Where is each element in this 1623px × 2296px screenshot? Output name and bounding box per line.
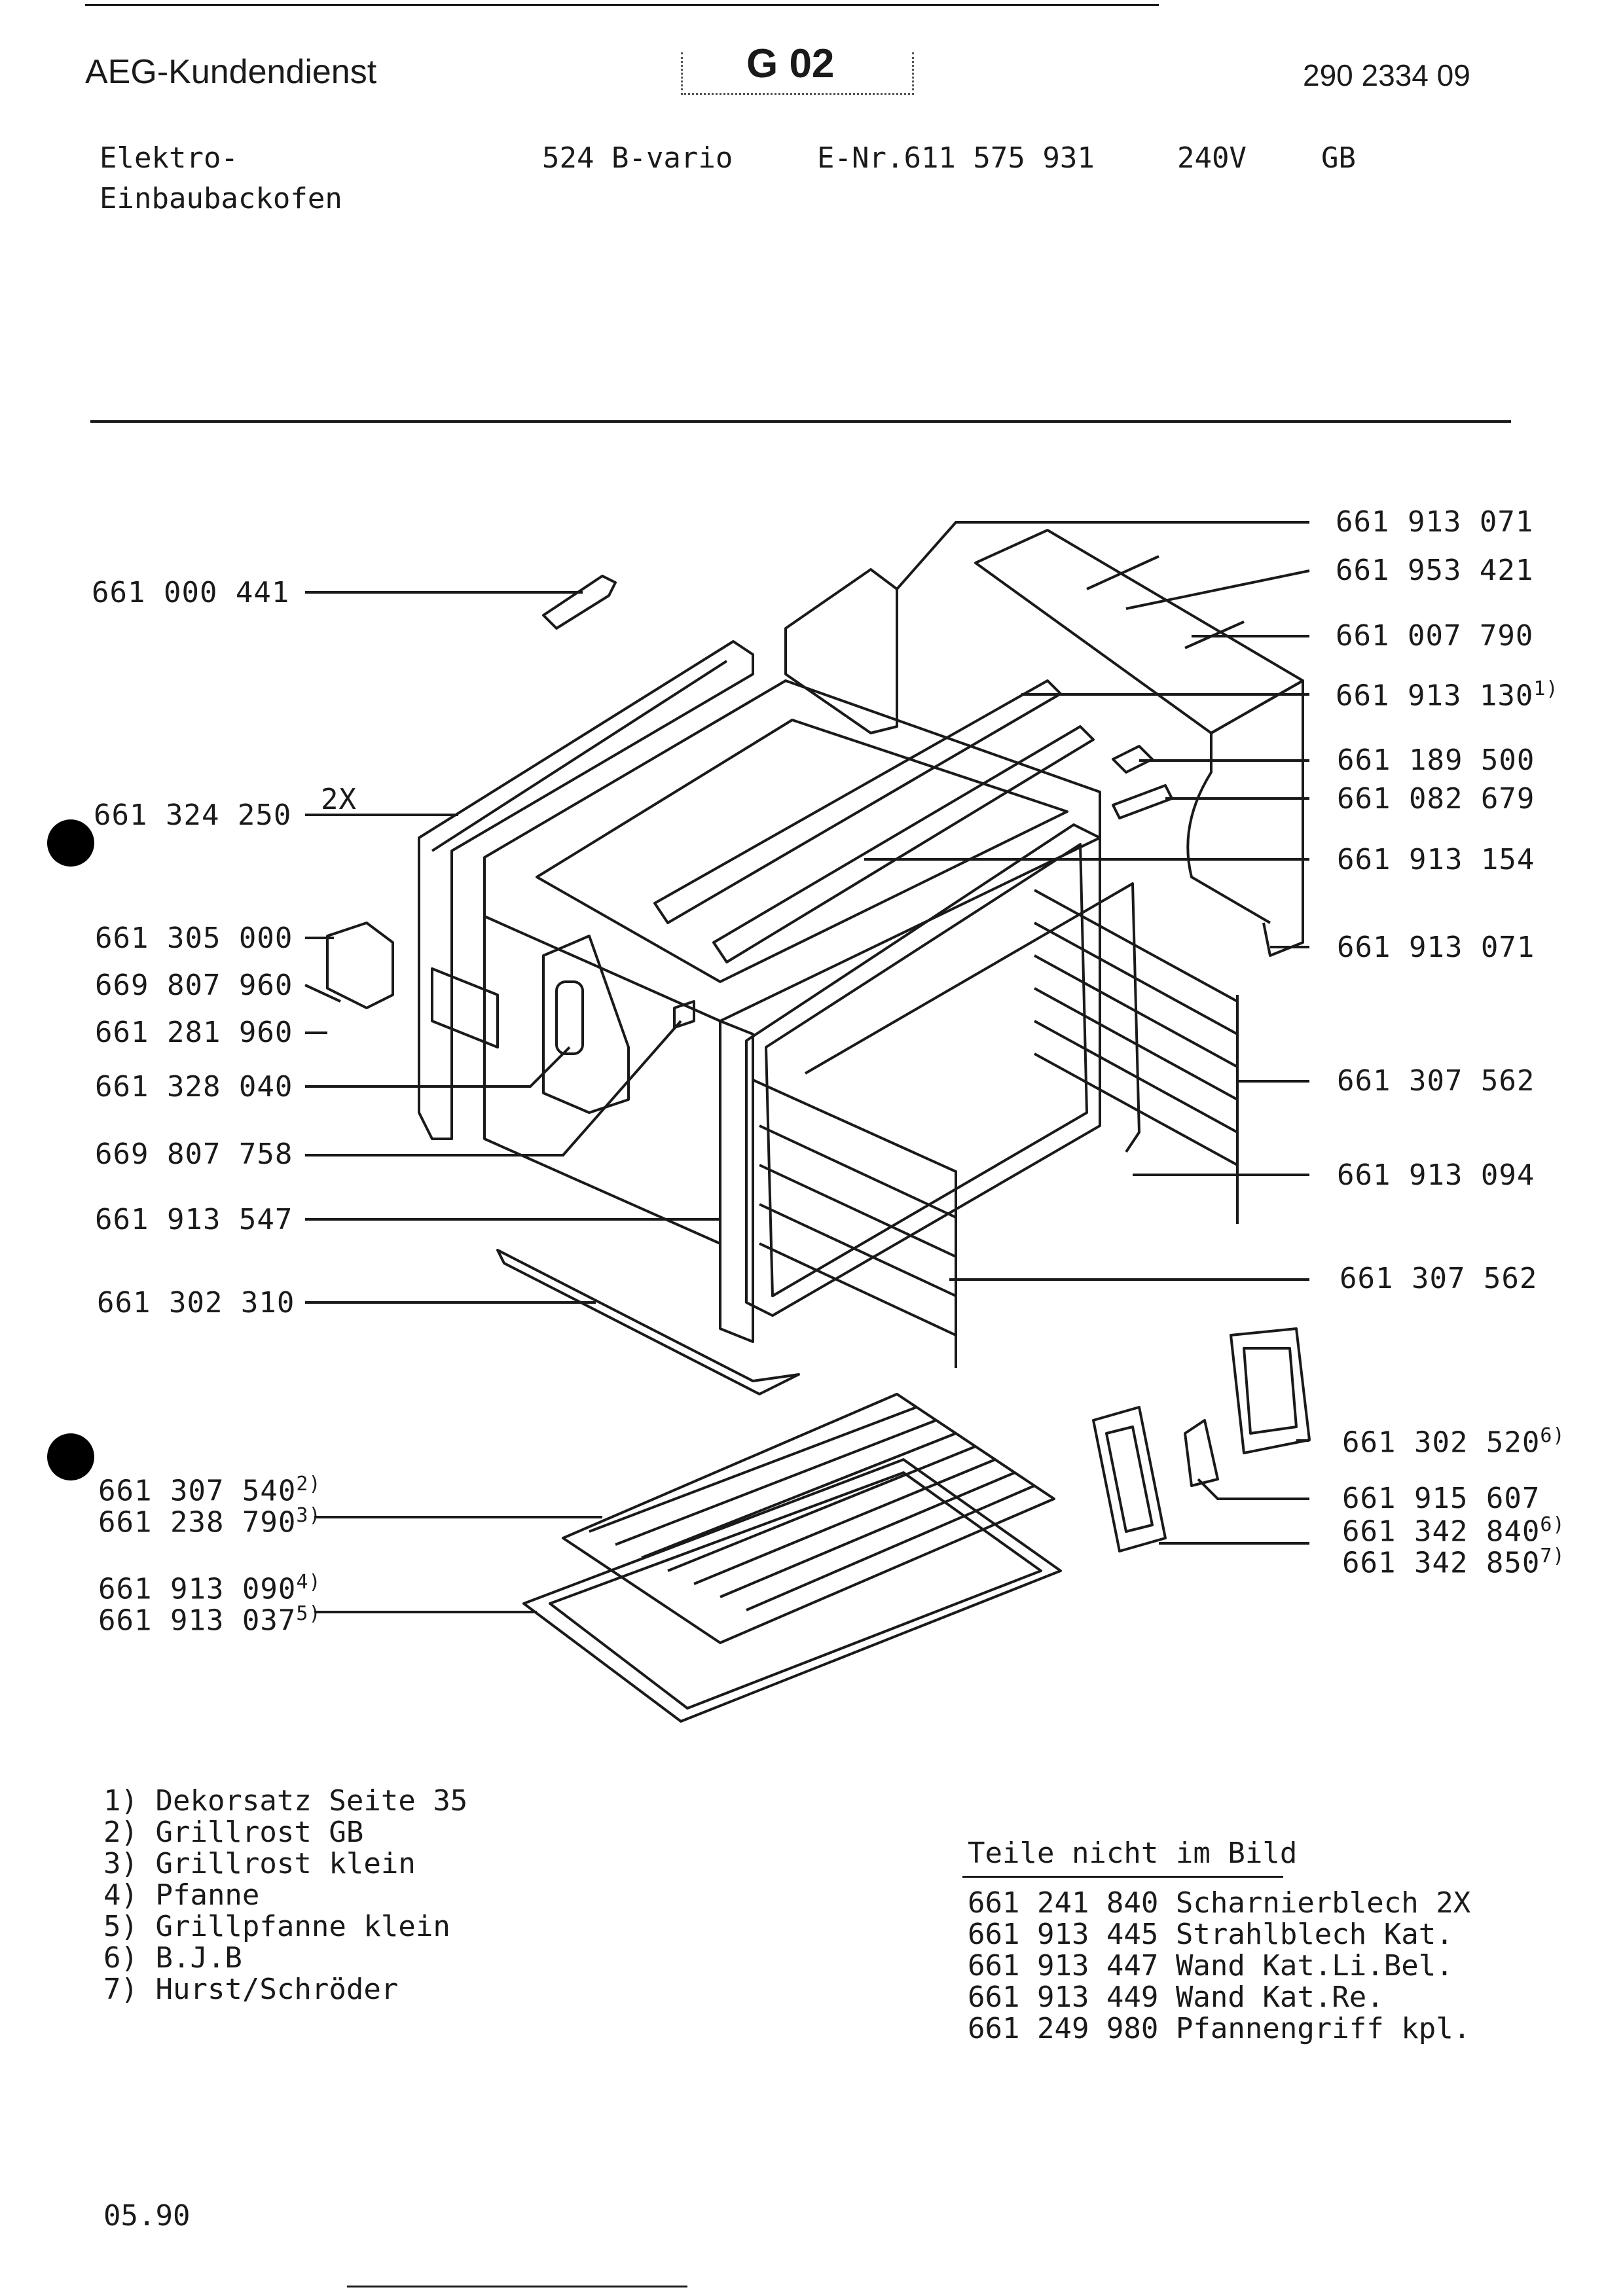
- voltage: 240V: [1177, 141, 1247, 175]
- part-number-left: 661 305 000: [95, 922, 293, 955]
- not-shown-list: 661 241 840 Scharnierblech 2X 661 913 44…: [968, 1888, 1470, 2045]
- part-number-left: 661 281 960: [95, 1016, 293, 1049]
- part-number-left: 661 328 040: [95, 1070, 293, 1103]
- footnotes-list: 1) Dekorsatz Seite 35 2) Grillrost GB 3)…: [103, 1785, 467, 2005]
- part-number-right: 661 915 607: [1342, 1482, 1541, 1515]
- part-number-right: 661 953 421: [1336, 554, 1534, 587]
- not-shown-heading: Teile nicht im Bild: [968, 1837, 1298, 1870]
- part-number-right: 661 913 071: [1336, 505, 1534, 539]
- quantity-note: 2X: [321, 783, 357, 816]
- part-number-right: 661 342 8507): [1342, 1545, 1565, 1580]
- part-number-text: 661 913 130: [1336, 679, 1534, 713]
- footnote-item: 2) Grillrost GB: [103, 1816, 364, 1849]
- footnote-ref: 5): [296, 1602, 321, 1625]
- company-name: AEG-Kundendienst: [85, 53, 377, 91]
- not-shown-item: 661 913 449 Wand Kat.Re.: [968, 1981, 1384, 2014]
- part-number-text: 661 342 850: [1342, 1546, 1541, 1580]
- part-number-right: 661 189 500: [1337, 744, 1535, 777]
- date-code: 05.90: [103, 2199, 191, 2233]
- part-number-left: 661 913 547: [95, 1203, 293, 1236]
- part-number-right: 661 007 790: [1336, 619, 1534, 653]
- punch-hole-icon: [47, 1433, 94, 1480]
- part-number-right: 661 302 5206): [1342, 1424, 1565, 1460]
- header-rule: [90, 420, 1511, 423]
- part-number-left: 669 807 960: [95, 969, 293, 1002]
- part-number-right: 661 307 562: [1337, 1064, 1535, 1098]
- footnote-item: 3) Grillrost klein: [103, 1847, 416, 1880]
- part-number-left: 661 913 0904): [98, 1571, 321, 1606]
- footnote-ref: 2): [296, 1473, 321, 1496]
- footnote-item: 4) Pfanne: [103, 1878, 260, 1912]
- part-number-right: 661 913 094: [1337, 1158, 1535, 1192]
- part-number-text: 661 913 090: [98, 1572, 297, 1606]
- not-shown-item: 661 913 445 Strahlblech Kat.: [968, 1918, 1453, 1951]
- footnote-ref: 4): [296, 1571, 321, 1594]
- part-number-right: 661 307 562: [1340, 1262, 1538, 1295]
- part-number-left: 661 302 310: [97, 1286, 295, 1319]
- footnote-ref: 6): [1540, 1424, 1565, 1447]
- footnote-item: 5) Grillpfanne klein: [103, 1910, 450, 1943]
- footnote-ref: 1): [1533, 677, 1559, 700]
- part-number-right: 661 082 679: [1337, 782, 1535, 816]
- part-number-text: 661 307 540: [98, 1474, 297, 1508]
- part-number-right: 661 913 071: [1337, 931, 1535, 964]
- e-number: E-Nr.611 575 931: [817, 141, 1095, 175]
- part-number-right: 661 913 1301): [1336, 677, 1559, 713]
- footnote-ref: 6): [1540, 1513, 1565, 1536]
- product-type-line2: Einbaubackofen: [100, 182, 342, 215]
- not-shown-item: 661 913 447 Wand Kat.Li.Bel.: [968, 1949, 1453, 1982]
- document-number: 290 2334 09: [1303, 58, 1470, 92]
- not-shown-item: 661 241 840 Scharnierblech 2X: [968, 1886, 1471, 1920]
- part-number-left: 661 307 5402): [98, 1473, 321, 1508]
- footnote-ref: 3): [296, 1504, 321, 1527]
- not-shown-item: 661 249 980 Pfannengriff kpl.: [968, 2012, 1471, 2045]
- country-code: GB: [1321, 141, 1356, 175]
- model-name: 524 B-vario: [542, 141, 733, 175]
- footnote-item: 1) Dekorsatz Seite 35: [103, 1784, 468, 1818]
- part-number-left: 669 807 758: [95, 1138, 293, 1171]
- not-shown-heading-underline: [962, 1876, 1283, 1878]
- part-number-text: 661 238 790: [98, 1505, 297, 1539]
- part-number-text: 661 342 840: [1342, 1515, 1541, 1549]
- footnote-ref: 7): [1540, 1545, 1565, 1568]
- footnote-item: 6) B.J.B: [103, 1941, 242, 1975]
- group-code: G 02: [746, 41, 835, 86]
- product-type-line1: Elektro-: [100, 141, 238, 175]
- punch-hole-icon: [47, 819, 94, 867]
- footnote-item: 7) Hurst/Schröder: [103, 1973, 399, 2006]
- bottom-rule: [347, 2286, 687, 2287]
- part-number-right: 661 342 8406): [1342, 1513, 1565, 1549]
- part-number-left: 661 238 7903): [98, 1504, 321, 1539]
- part-number-left: 661 000 441: [92, 576, 290, 609]
- part-number-right: 661 913 154: [1337, 843, 1535, 876]
- group-code-box: [681, 52, 914, 95]
- top-rule: [85, 4, 1159, 6]
- part-number-left: 661 324 250: [94, 798, 292, 832]
- part-number-left: 661 913 0375): [98, 1602, 321, 1638]
- part-number-text: 661 302 520: [1342, 1426, 1541, 1460]
- part-number-text: 661 913 037: [98, 1604, 297, 1638]
